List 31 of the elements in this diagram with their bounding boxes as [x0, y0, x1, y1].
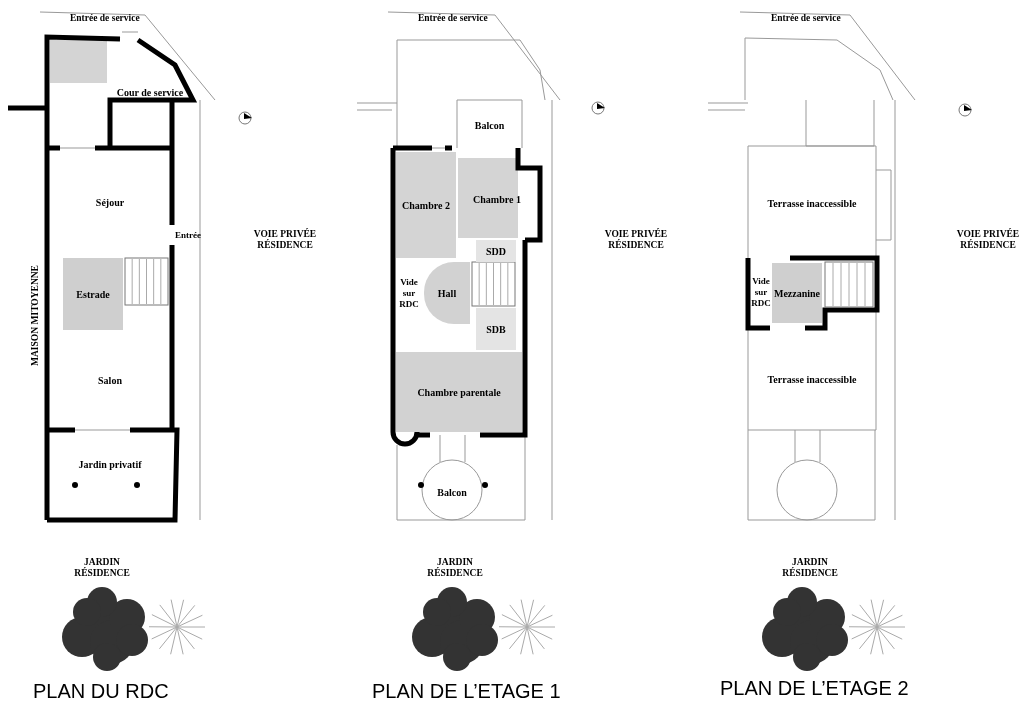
site-label: VOIE PRIVÉE RÉSIDENCE: [955, 229, 1021, 251]
room-label: Entrée: [174, 228, 202, 242]
room-area: Mezzanine: [772, 263, 822, 323]
room-label: Vide sur RDC: [396, 264, 422, 322]
room-label: Cour de service: [105, 84, 195, 100]
room-label: Séjour: [50, 150, 170, 255]
room-label: Terrasse inaccessible: [750, 150, 874, 256]
room-label: Balcon: [457, 102, 522, 148]
room-area: SDB: [476, 308, 516, 350]
plan-title: PLAN DE L’ETAGE 2: [720, 677, 909, 700]
room-label: Chambre 2: [396, 152, 456, 258]
site-label: JARDIN RÉSIDENCE: [73, 557, 131, 579]
neighbour-label: MAISON MITOYENNE: [29, 264, 41, 366]
room-area: Chambre parentale: [396, 352, 522, 432]
room-area: SDD: [476, 240, 516, 262]
room-label: Jardin privatif: [50, 434, 170, 494]
room-label: Vide sur RDC: [750, 262, 772, 322]
room-area: Estrade: [63, 258, 123, 330]
room-area: Hall: [424, 262, 470, 324]
site-label: VOIE PRIVÉE RÉSIDENCE: [252, 229, 318, 251]
plan-title: PLAN DU RDC: [33, 680, 169, 703]
room-label: Terrasse inaccessible: [750, 330, 874, 428]
room-label: Salon: [50, 332, 170, 428]
site-label: Entrée de service: [418, 12, 488, 24]
site-label: Entrée de service: [771, 12, 841, 24]
site-label: Entrée de service: [70, 12, 140, 24]
site-label: VOIE PRIVÉE RÉSIDENCE: [603, 229, 669, 251]
site-label: JARDIN RÉSIDENCE: [426, 557, 484, 579]
room-label: Chambre 1: [458, 160, 536, 238]
plan-title: PLAN DE L’ETAGE 1: [372, 680, 561, 703]
site-label: JARDIN RÉSIDENCE: [781, 557, 839, 579]
